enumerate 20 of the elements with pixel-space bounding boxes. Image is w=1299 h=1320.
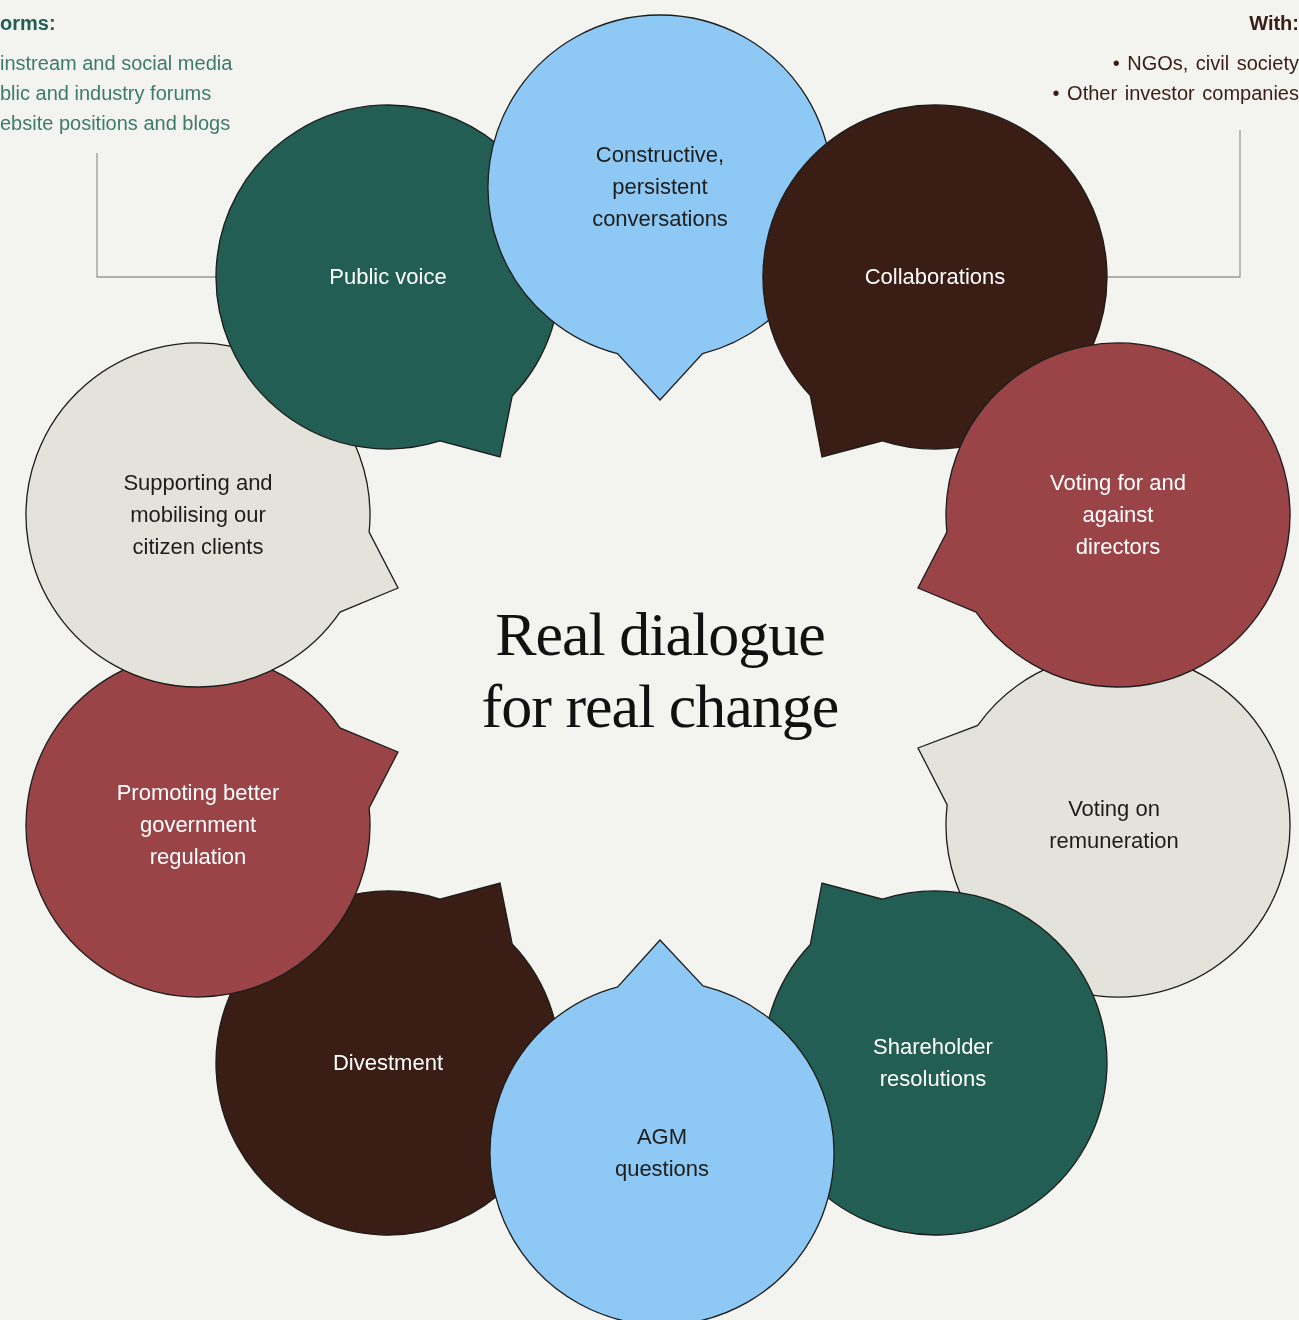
bubble-label: Supporting and mobilising our citizen clients <box>122 469 274 561</box>
leader-line <box>96 152 217 278</box>
diagram-title: Real dialogue for real change <box>480 599 840 742</box>
list-item: • NGOs, civil society <box>1112 51 1299 76</box>
bubble-label: Divestment <box>331 1049 444 1077</box>
list-item: instream and social media <box>0 51 233 76</box>
list-item: blic and industry forums <box>0 81 212 106</box>
bubble-label: Voting for and against directors <box>1050 469 1186 561</box>
bubble-label: Public voice <box>328 263 448 291</box>
bubble-label: Voting on remuneration <box>1048 795 1180 855</box>
list-item: ebsite positions and blogs <box>0 111 231 136</box>
bubble-label: AGM questions <box>613 1123 711 1183</box>
bubble-label: Promoting better government regulation <box>115 779 281 871</box>
list-item: • Other investor companies <box>1052 81 1299 106</box>
bubble-label: Shareholder resolutions <box>872 1033 994 1093</box>
list-heading: orms: <box>0 11 56 36</box>
leader-line <box>1106 129 1241 278</box>
bubble-label: Constructive, persistent conversations <box>591 141 729 233</box>
list-heading: With: <box>1249 11 1299 36</box>
bubble-label: Collaborations <box>863 263 1007 291</box>
